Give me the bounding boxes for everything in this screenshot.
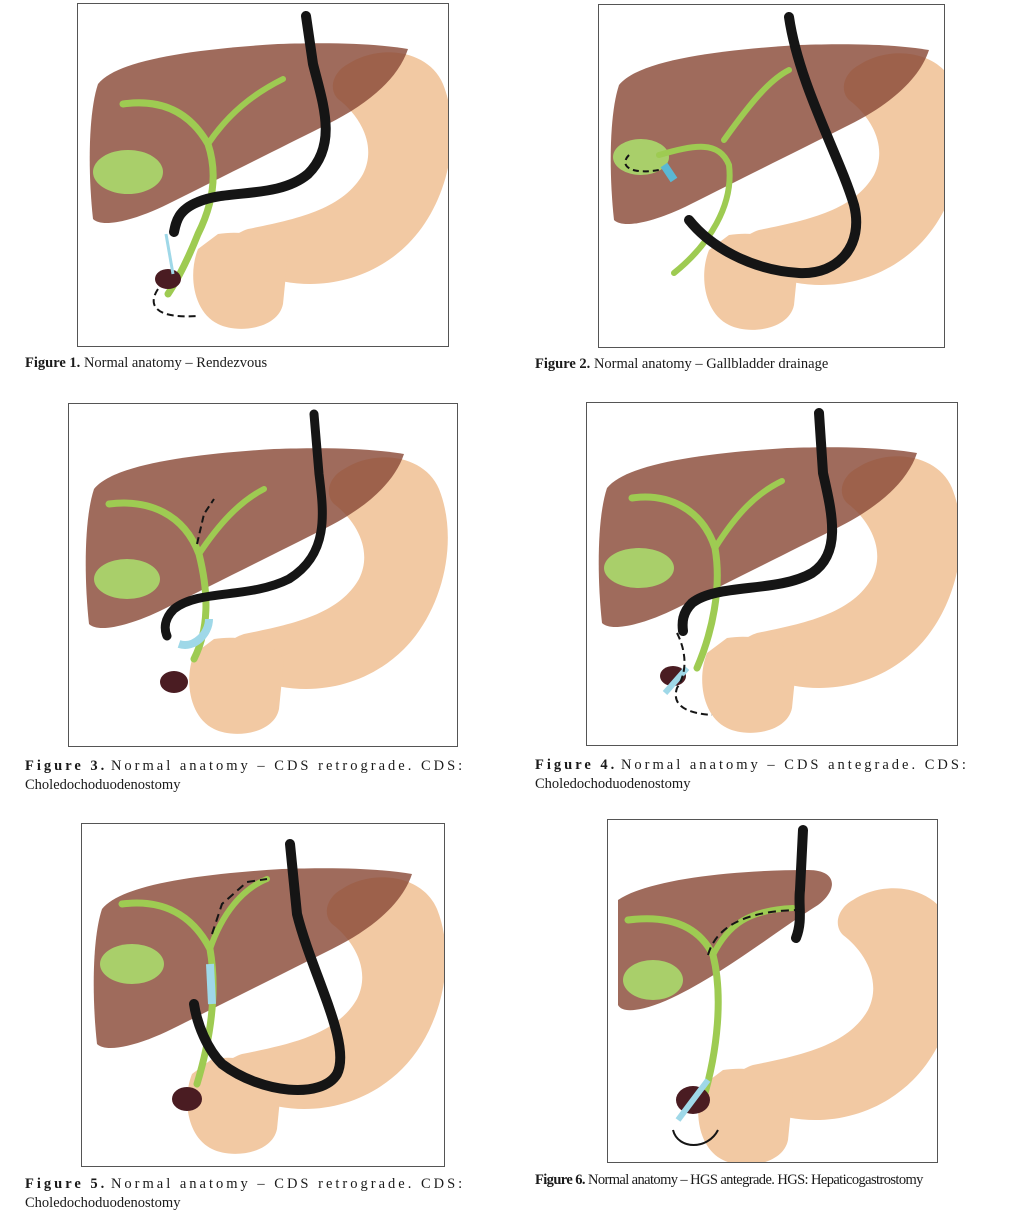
figure-3-label: Figure 3. [25, 758, 108, 774]
figure-4-label: Figure 4. [535, 757, 618, 773]
figure-1-image [77, 3, 449, 347]
figure-3-text: Normal anatomy – CDS retrograde. CDS: [110, 758, 466, 774]
figure-3-caption: Figure 3. Normal anatomy – CDS retrograd… [25, 757, 500, 795]
figure-6-caption: Figure 6. Normal anatomy – HGS antegrade… [535, 1171, 1015, 1190]
figure-4-text-line2: Choledochoduodenostomy [535, 776, 691, 792]
figure-6-text: Normal anatomy – HGS antegrade. HGS: Hep… [587, 1172, 923, 1188]
figure-1-caption: Figure 1. Normal anatomy – Rendezvous [25, 354, 475, 373]
figure-4-image [586, 402, 958, 746]
figure-3-text-line2: Choledochoduodenostomy [25, 777, 181, 793]
figure-5-text: Normal anatomy – CDS retrograde. CDS: [110, 1176, 466, 1192]
figure-2-illustration [610, 12, 944, 330]
figure-2-caption: Figure 2. Normal anatomy – Gallbladder d… [535, 355, 1015, 374]
figure-4-text: Normal anatomy – CDS antegrade. CDS: [620, 757, 969, 773]
figure-5-label: Figure 5. [25, 1176, 108, 1192]
figure-5-text-line2: Choledochoduodenostomy [25, 1195, 181, 1211]
figure-5-illustration [93, 839, 444, 1154]
figure-1-illustration [89, 11, 448, 329]
figure-1-label: Figure 1. [25, 355, 81, 371]
figure-4-caption: Figure 4. Normal anatomy – CDS antegrade… [535, 756, 1010, 794]
figure-5-image [81, 823, 445, 1167]
figure-5-caption: Figure 5. Normal anatomy – CDS retrograd… [25, 1175, 500, 1213]
figure-4-illustration [598, 408, 957, 733]
figure-6-illustration [618, 825, 937, 1162]
figure-2-text: Normal anatomy – Gallbladder drainage [593, 356, 829, 372]
figure-6-label: Figure 6. [535, 1172, 586, 1188]
figure-3-illustration [85, 409, 448, 734]
figure-2-label: Figure 2. [535, 356, 591, 372]
figure-6-image [607, 819, 938, 1163]
figure-1-text: Normal anatomy – Rendezvous [83, 355, 268, 371]
figure-3-image [68, 403, 458, 747]
figure-2-image [598, 4, 945, 348]
